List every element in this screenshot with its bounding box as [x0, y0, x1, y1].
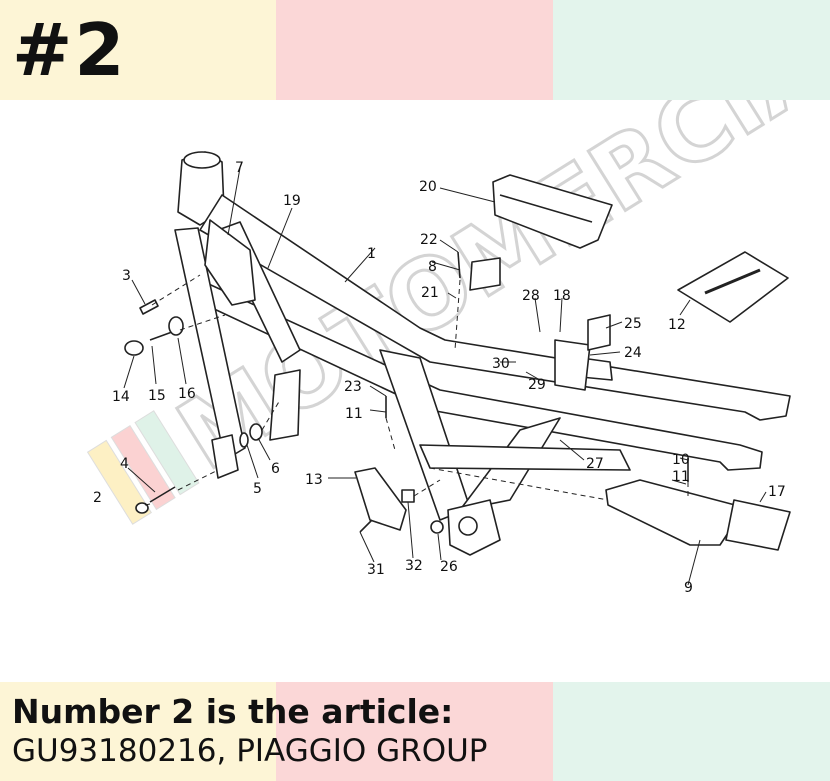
- callout-22: 22: [420, 232, 438, 248]
- part-3-plug: [139, 299, 159, 315]
- part-20-tray-edge: [499, 194, 593, 223]
- band-pink: [276, 682, 553, 781]
- part-16-bushing: [168, 316, 184, 336]
- part-31-bolt: [359, 519, 373, 533]
- callout-26: 26: [440, 559, 458, 575]
- part-24-bracket: [554, 339, 591, 391]
- callout-29: 29: [528, 377, 546, 393]
- callout-7: 7: [235, 160, 244, 176]
- part-12-decal: [677, 251, 789, 323]
- front-bracket: [211, 434, 239, 479]
- band-green: [553, 0, 830, 100]
- callout-9: 9: [684, 580, 693, 596]
- callout-8: 8: [428, 259, 437, 275]
- lower-cradle: [419, 444, 631, 471]
- caption-heading: Number 2 is the article:: [12, 692, 454, 731]
- band-green: [553, 682, 830, 781]
- top-color-band: [0, 0, 830, 100]
- part-6-spacer: [249, 423, 263, 441]
- callout-18: 18: [553, 288, 571, 304]
- part-13-bracket: [354, 467, 407, 531]
- part-20-tray: [492, 174, 613, 249]
- callout-3: 3: [122, 268, 131, 284]
- callout-21: 21: [421, 285, 439, 301]
- assembly-lines: [151, 274, 689, 501]
- callout-2: 2: [93, 490, 102, 506]
- callout-20: 20: [419, 179, 437, 195]
- item-number-badge: #2: [12, 8, 127, 92]
- part-9-plate: [605, 479, 736, 546]
- part-5-washer: [239, 432, 249, 448]
- callout-32: 32: [405, 558, 423, 574]
- callout-23: 23: [344, 379, 362, 395]
- part-15-bolt: [149, 331, 173, 341]
- callout-31: 31: [367, 562, 385, 578]
- part-12-logo: [704, 268, 761, 295]
- lower-main-rail: [194, 279, 763, 471]
- callout-16: 16: [178, 386, 196, 402]
- callout-14: 14: [112, 389, 130, 405]
- frame-drawing: [124, 151, 791, 556]
- watermark-stripe-green: [134, 410, 200, 496]
- callout-10: 10: [672, 452, 690, 468]
- part-14-cap: [124, 340, 144, 356]
- callout-17: 17: [768, 484, 786, 500]
- part-2-nut: [135, 502, 149, 514]
- watermark-stripe-yellow: [86, 439, 152, 525]
- caption-article-code: GU93180216, PIAGGIO GROUP: [12, 733, 488, 769]
- callout-6: 6: [271, 461, 280, 477]
- callout-25: 25: [624, 316, 642, 332]
- callout-labels: 1 2 3 4 5 6 7 8 9 10 11 11 12 13 14 15 1…: [93, 160, 786, 596]
- callout-24: 24: [624, 345, 642, 361]
- part-25-plate: [587, 314, 611, 351]
- part-32-nut: [401, 489, 415, 503]
- side-plate: [269, 369, 301, 441]
- callout-4: 4: [120, 456, 129, 472]
- callout-15: 15: [148, 388, 166, 404]
- bottom-color-band: [0, 682, 830, 781]
- callout-30: 30: [492, 356, 510, 372]
- part-26-washer: [430, 520, 444, 534]
- band-yellow: [0, 0, 276, 100]
- part-4-bolt: [149, 486, 176, 503]
- callout-19: 19: [283, 193, 301, 209]
- callout-27: 27: [586, 456, 604, 472]
- front-gusset: [204, 219, 256, 306]
- callout-5: 5: [253, 481, 262, 497]
- exploded-parts-diagram: MOTOMERCIA: [86, 100, 830, 596]
- front-down-tube: [174, 227, 246, 461]
- leader-lines: [123, 167, 767, 586]
- part-8-bracket: [469, 257, 501, 291]
- callout-11-right: 11: [672, 469, 690, 485]
- part-17-strip: [725, 499, 791, 551]
- callout-12: 12: [668, 317, 686, 333]
- callout-28: 28: [522, 288, 540, 304]
- pivot-hole: [458, 516, 478, 536]
- steering-head-top: [183, 151, 221, 169]
- callout-11-left: 11: [345, 406, 363, 422]
- part-22-bolt: [457, 251, 461, 279]
- band-yellow: [0, 682, 276, 781]
- band-pink: [276, 0, 553, 100]
- callout-1: 1: [367, 246, 376, 262]
- callout-13: 13: [305, 472, 323, 488]
- upper-main-tube: [199, 194, 791, 421]
